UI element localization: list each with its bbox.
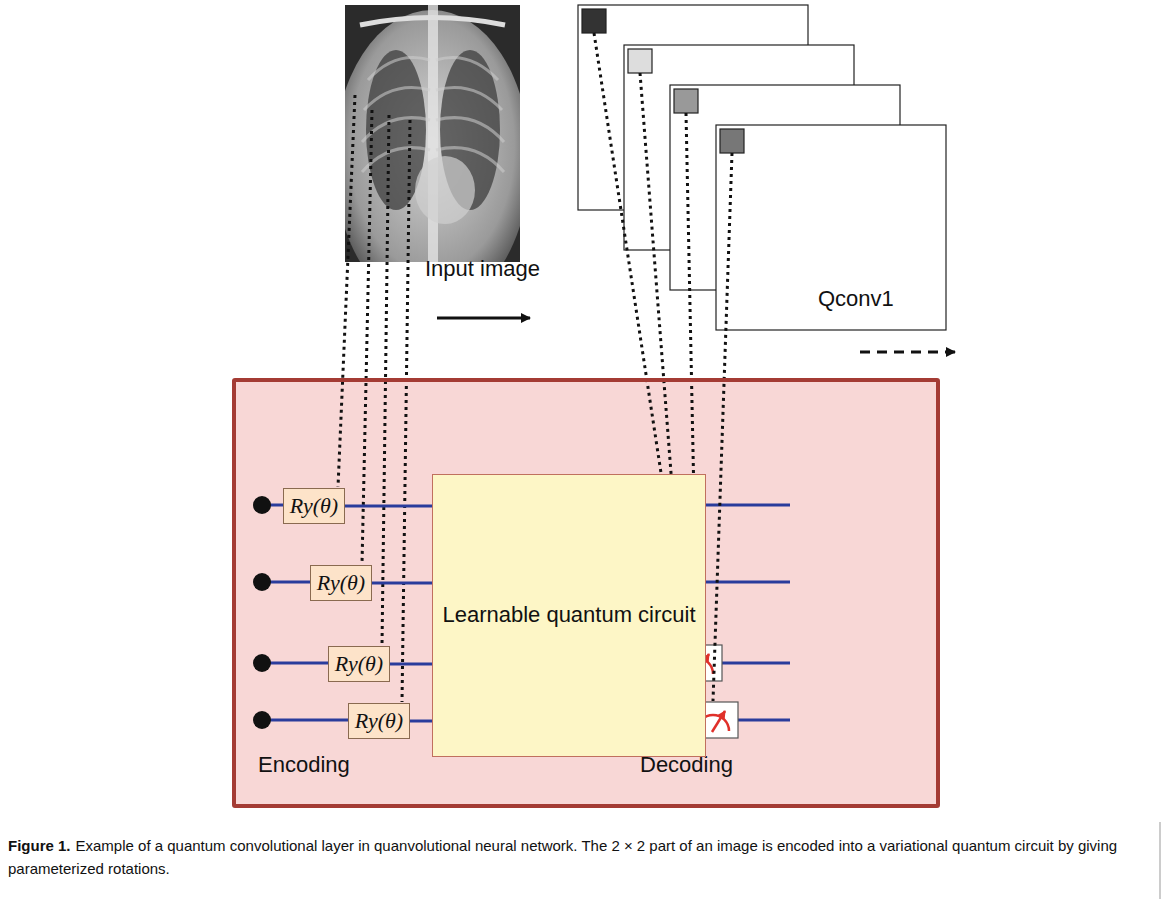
figure-label: Qconv1 (818, 286, 894, 312)
qubit-wire (372, 582, 432, 585)
section-label: Encoding (258, 752, 350, 778)
flow-arrow (437, 317, 530, 320)
gate-label: Ry(θ) (317, 570, 365, 596)
qubit-wire (390, 663, 432, 666)
figure-label: Input image (425, 256, 540, 282)
box-label: Learnable quantum circuit (442, 602, 695, 628)
caption-text: Example of a quantum convolutional layer… (8, 837, 1117, 877)
layer-box: EncodingDecodingRy(θ)Ry(θ)Ry(θ)Ry(θ)Lear… (232, 378, 940, 808)
rotation-gate: Ry(θ) (348, 703, 410, 739)
qubit-wire (410, 720, 432, 723)
rotation-gate: Ry(θ) (328, 646, 390, 682)
gate-label: Ry(θ) (355, 708, 403, 734)
qubit-dots (253, 496, 271, 729)
gate-label: Ry(θ) (290, 493, 338, 519)
rotation-gate: Ry(θ) (283, 488, 345, 524)
dashed-arrow (860, 351, 955, 354)
qubit-wire (345, 505, 432, 508)
figure-number: Figure 1. (8, 837, 71, 854)
circuit-box: Learnable quantum circuit (432, 474, 706, 757)
rotation-gate: Ry(θ) (310, 565, 372, 601)
feature-maps (578, 5, 946, 330)
gate-label: Ry(θ) (335, 651, 383, 677)
caption-rule (1160, 822, 1161, 899)
caption: Figure 1.Example of a quantum convolutio… (8, 834, 1154, 880)
